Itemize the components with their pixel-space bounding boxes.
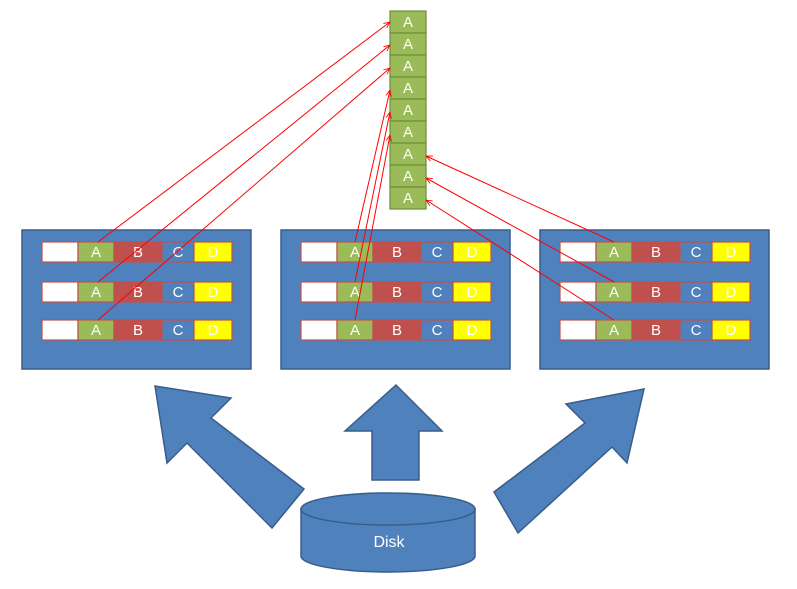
- row-cell-label-d: D: [726, 322, 737, 339]
- row-cell-label-a: A: [91, 322, 101, 339]
- row-cell-d: [193, 319, 233, 341]
- row-cell-label-d: D: [726, 284, 737, 301]
- data-row: A B C D: [300, 319, 492, 341]
- row-cell-label-c: C: [691, 322, 702, 339]
- row-header-cell: [559, 281, 597, 303]
- row-cell-label-c: C: [173, 284, 184, 301]
- column-cell-label: A: [403, 102, 413, 119]
- disk-top: [300, 492, 476, 526]
- row-cell-label-c: C: [691, 244, 702, 261]
- column-cell-label: A: [403, 190, 413, 207]
- row-header-cell: [559, 241, 597, 263]
- row-cell-label-b: B: [392, 244, 402, 261]
- load-arrows: [154, 383, 645, 535]
- row-cell-label-a: A: [350, 244, 360, 261]
- row-cell-label-d: D: [208, 244, 219, 261]
- row-header-cell: [41, 319, 79, 341]
- row-cell-d: [452, 319, 492, 341]
- row-header-cell: [41, 281, 79, 303]
- row-blocks: A B C D A B C D A B C D A B C D A B C D A B C D A B C D A B C D A B C D: [21, 229, 770, 370]
- gather-arrow: [97, 68, 390, 321]
- row-cell-d: [711, 319, 751, 341]
- row-cell-label-d: D: [467, 284, 478, 301]
- row-header-cell: [559, 319, 597, 341]
- row-cell-label-c: C: [173, 322, 184, 339]
- row-cell-label-b: B: [392, 284, 402, 301]
- row-block: A B C D A B C D A B C D: [539, 229, 770, 370]
- row-header-cell: [41, 241, 79, 263]
- row-cell-label-b: B: [651, 322, 661, 339]
- gather-arrow: [426, 155, 615, 243]
- disk-label: Disk: [373, 534, 405, 551]
- data-row: A B C D: [300, 241, 492, 263]
- row-cell-label-b: B: [651, 284, 661, 301]
- row-cell-label-c: C: [432, 284, 443, 301]
- column-cell-label: A: [403, 168, 413, 185]
- row-cell-label-a: A: [91, 244, 101, 261]
- data-row: A B C D: [41, 319, 233, 341]
- row-cell-label-a: A: [350, 322, 360, 339]
- data-row: A B C D: [300, 281, 492, 303]
- row-cell-label-d: D: [467, 244, 478, 261]
- column-cell: [389, 186, 427, 210]
- column-cell-label: A: [403, 146, 413, 163]
- data-row: A B C D: [41, 281, 233, 303]
- row-cell-label-b: B: [133, 244, 143, 261]
- row-cell-label-b: B: [133, 284, 143, 301]
- row-cell-label-b: B: [651, 244, 661, 261]
- gather-arrow: [354, 135, 390, 321]
- column-cell-label: A: [403, 124, 413, 141]
- row-cell-label-b: B: [392, 322, 402, 339]
- row-cell-label-d: D: [726, 244, 737, 261]
- row-header-cell: [300, 281, 338, 303]
- data-row: A B C D: [559, 281, 751, 303]
- row-cell-label-a: A: [609, 284, 619, 301]
- row-cell-label-c: C: [173, 244, 184, 261]
- row-block: A B C D A B C D A B C D: [280, 229, 511, 370]
- gather-arrow: [426, 200, 615, 321]
- row-cell-label-c: C: [691, 284, 702, 301]
- column-cell-label: A: [403, 58, 413, 75]
- data-row: A B C D: [559, 319, 751, 341]
- row-cell-d: [452, 241, 492, 263]
- row-cell-label-d: D: [467, 322, 478, 339]
- gather-arrow: [354, 112, 390, 283]
- gather-arrow: [354, 90, 390, 243]
- row-cell-d: [193, 281, 233, 303]
- column-cell-label: A: [403, 36, 413, 53]
- row-cell-d: [193, 241, 233, 263]
- row-cell-label-a: A: [609, 322, 619, 339]
- data-row: A B C D: [559, 241, 751, 263]
- row-cell-label-d: D: [208, 322, 219, 339]
- row-cell-d: [452, 281, 492, 303]
- row-cell-label-a: A: [91, 284, 101, 301]
- column-cell-label: A: [403, 14, 413, 31]
- load-arrow-left: [154, 385, 306, 530]
- disk: Disk: [300, 492, 476, 573]
- row-cell-label-a: A: [609, 244, 619, 261]
- row-cell-label-c: C: [432, 322, 443, 339]
- load-arrow-right: [493, 388, 645, 535]
- gather-arrow: [97, 22, 390, 243]
- load-arrow-center: [343, 383, 444, 481]
- row-cell-d: [711, 281, 751, 303]
- row-cell-label-a: A: [350, 284, 360, 301]
- column-cell-label: A: [403, 80, 413, 97]
- gather-arrows: [97, 22, 615, 321]
- disk-body: [300, 508, 476, 573]
- row-cell-label-c: C: [432, 244, 443, 261]
- row-block: A B C D A B C D A B C D: [21, 229, 252, 370]
- gather-arrow: [97, 45, 390, 283]
- row-cell-label-b: B: [133, 322, 143, 339]
- gather-arrow: [426, 178, 615, 283]
- row-cell-label-d: D: [208, 284, 219, 301]
- data-row: A B C D: [41, 241, 233, 263]
- row-header-cell: [300, 319, 338, 341]
- row-cell-d: [711, 241, 751, 263]
- row-header-cell: [300, 241, 338, 263]
